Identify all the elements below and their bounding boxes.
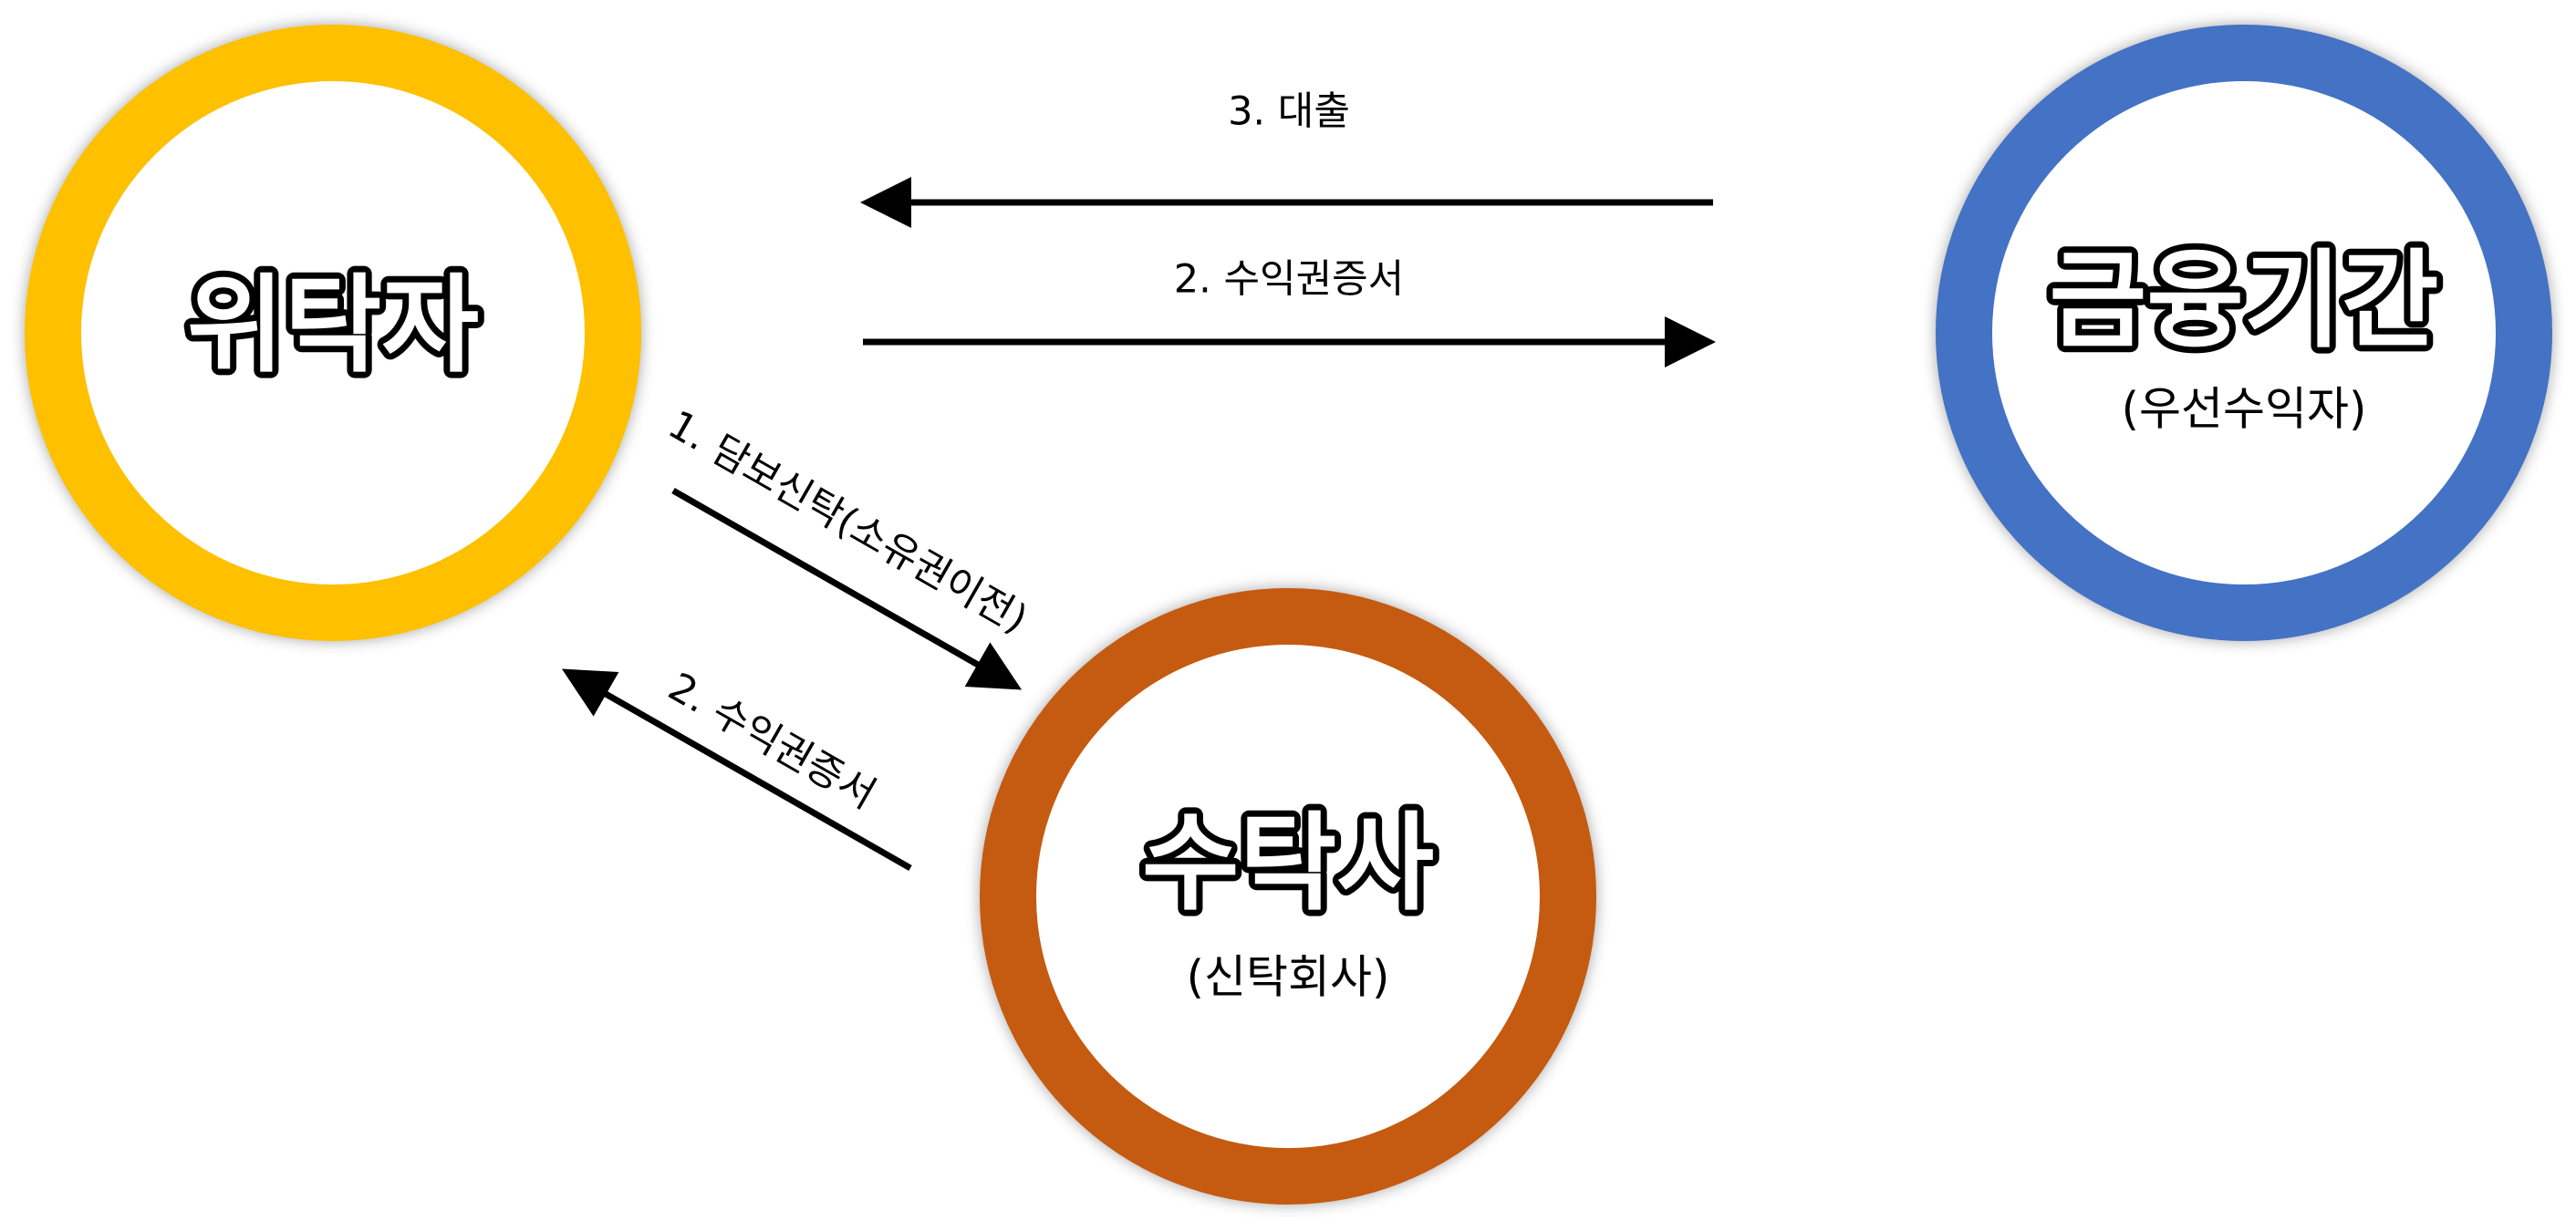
certificate-to-truster-arrow	[561, 668, 912, 872]
collateral-trust-label: 1. 담보신탁(소유권이전)	[660, 402, 1034, 643]
trustee-subtitle: (신탁회사)	[1186, 951, 1389, 1004]
certificate-to-bank-label: 2. 수익권증서	[1174, 257, 1405, 303]
trustee-ring	[980, 588, 1596, 1205]
bank-subtitle: (우선수익자)	[2121, 383, 2366, 436]
bank-title: 금융기간	[2050, 240, 2439, 363]
truster-title: 위탁자	[187, 264, 479, 388]
trustee-node: 수탁사 (신탁회사)	[980, 588, 1596, 1205]
collateral-trust-arrow	[671, 487, 1023, 690]
certificate-to-bank-edge: 2. 수익권증서	[863, 257, 1716, 367]
truster-node: 위탁자	[25, 25, 641, 641]
loan-edge: 3. 대출	[860, 89, 1713, 228]
trustee-title: 수탁사	[1142, 802, 1434, 926]
certificate-to-truster-edge: 2. 수익권증서	[561, 664, 912, 872]
bank-ring	[1936, 25, 2552, 641]
collateral-trust-edge: 1. 담보신탁(소유권이전)	[660, 402, 1034, 690]
bank-node: 금융기간 (우선수익자)	[1936, 25, 2552, 641]
truster-ring	[25, 25, 641, 641]
loan-label: 3. 대출	[1228, 89, 1350, 135]
